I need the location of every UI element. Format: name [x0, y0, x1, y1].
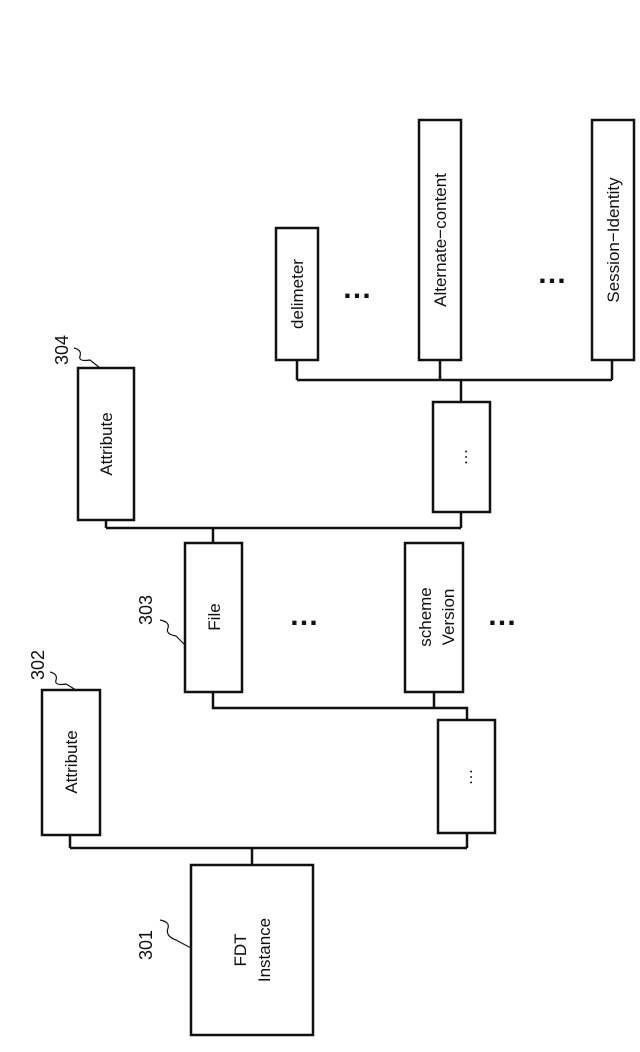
ellipsis-siblings-4: …: [537, 257, 569, 290]
scheme-version-label-1: scheme: [416, 587, 435, 647]
leader-303: [160, 620, 186, 646]
ellipsis-box-2: …: [433, 402, 490, 512]
ref-304: 304: [52, 335, 72, 365]
attribute-304-label: Attribute: [97, 412, 116, 475]
attribute-302-node: Attribute 302: [28, 650, 100, 835]
ref-301: 301: [136, 930, 156, 960]
delimeter-label: delimeter: [288, 259, 307, 329]
ellipsis-siblings-1: …: [289, 599, 321, 632]
scheme-version-node: scheme Version: [405, 543, 463, 692]
ref-302: 302: [28, 650, 48, 680]
scheme-version-label-2: Version: [439, 589, 458, 646]
ellipsis-box-2-label: …: [452, 449, 471, 466]
attribute-302-label: Attribute: [62, 730, 81, 793]
leader-304: [74, 348, 100, 368]
fdt-instance-label-2: Instance: [255, 918, 274, 982]
fdt-instance-label-1: FDT: [231, 933, 250, 966]
leader-302: [50, 672, 76, 690]
fdt-instance-node: FDT Instance 301: [136, 865, 313, 1035]
file-node: File 303: [136, 543, 242, 692]
attribute-304-node: Attribute 304: [52, 335, 134, 520]
delimeter-node: delimeter: [276, 228, 318, 360]
leader-301: [160, 920, 191, 948]
alternate-content-label: Alternate−content: [431, 173, 450, 307]
ellipsis-box-1-label: …: [457, 769, 476, 786]
ellipsis-box-1: …: [438, 720, 495, 833]
alternate-content-node: Alternate−content: [419, 120, 461, 360]
ellipsis-siblings-3: …: [342, 272, 374, 305]
ellipsis-siblings-2: …: [487, 599, 519, 632]
ref-303: 303: [136, 595, 156, 625]
session-identity-node: Session−Identity: [592, 120, 634, 360]
session-identity-label: Session−Identity: [604, 177, 623, 303]
file-label: File: [205, 603, 224, 630]
